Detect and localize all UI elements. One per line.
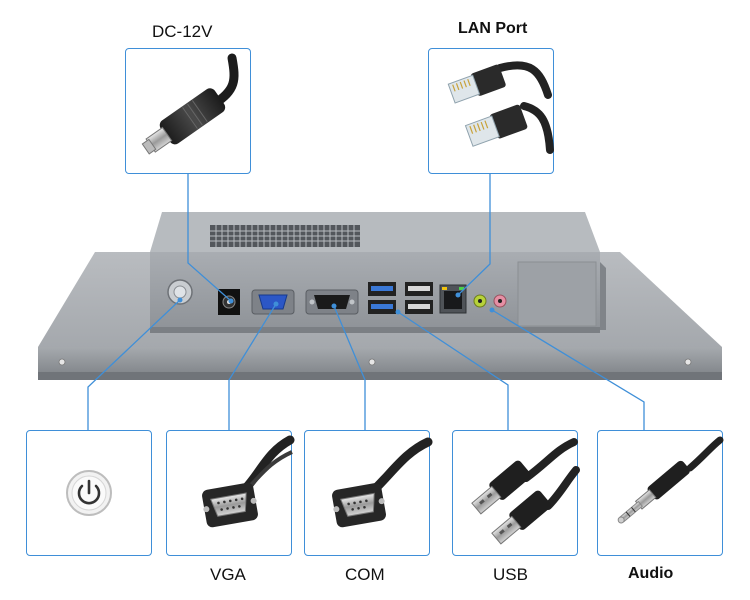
power-icon	[66, 470, 112, 516]
vga-cable-icon	[202, 435, 295, 528]
com-cable-icon	[332, 437, 433, 528]
audio-label: Audio	[628, 565, 674, 582]
audio-ports	[473, 294, 507, 308]
power-button-port	[167, 279, 193, 305]
usb-cable-icon	[471, 438, 580, 545]
dc-label: DC-12V	[152, 22, 213, 41]
panel-pc	[38, 212, 722, 380]
usb-ports	[368, 282, 433, 314]
usb-label: USB	[493, 565, 528, 584]
dc-plug-icon	[141, 53, 239, 155]
vga-port	[251, 289, 295, 315]
com-label: COM	[345, 565, 385, 584]
lan-port	[439, 284, 467, 314]
leader-lines	[87, 174, 645, 430]
lan-label: LAN Port	[458, 20, 528, 37]
vga-label: VGA	[210, 565, 246, 584]
com-port	[305, 289, 359, 315]
audio-cable-icon	[617, 436, 724, 524]
lan-cable-icon	[447, 61, 554, 154]
